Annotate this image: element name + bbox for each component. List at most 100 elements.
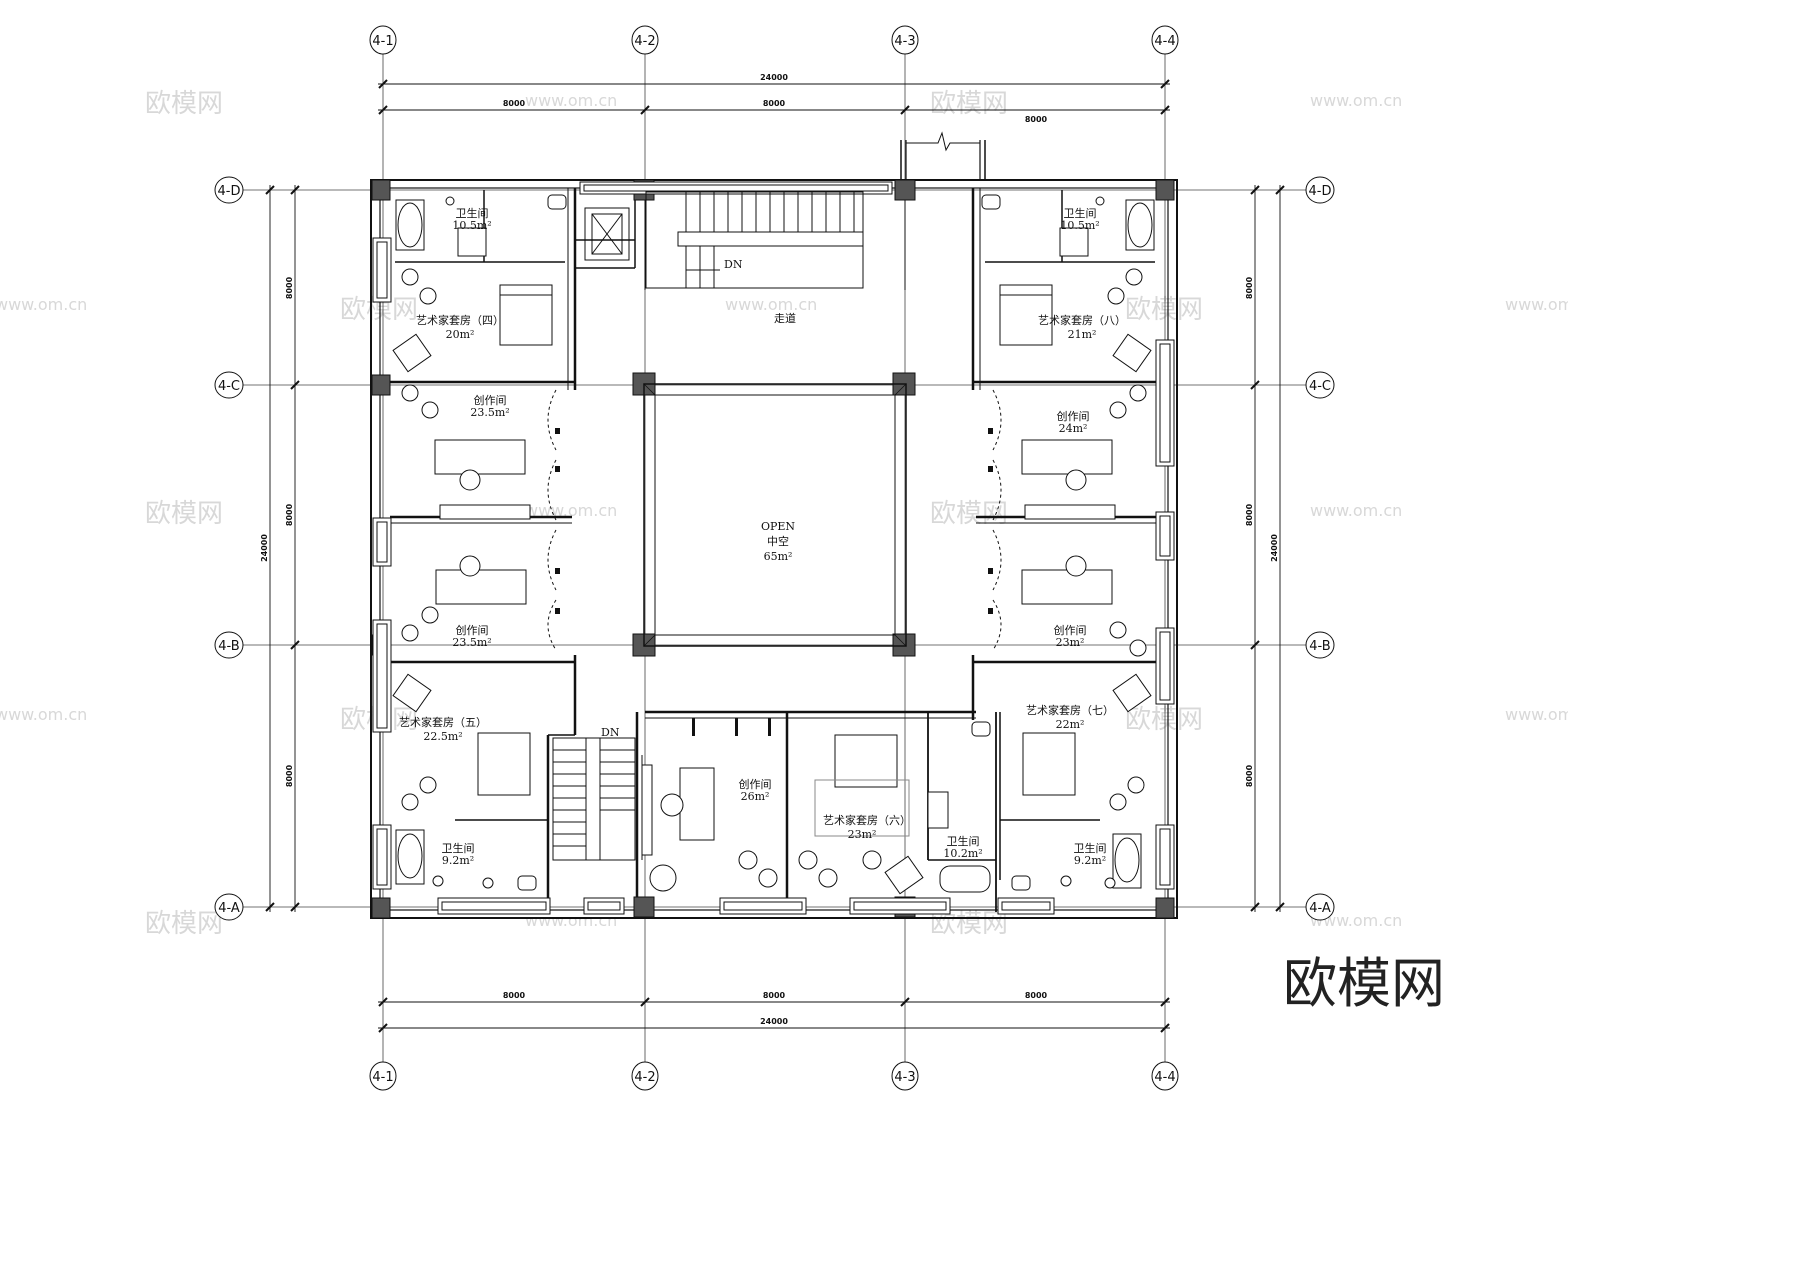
dim-bay-bottom-2: 8000 [763, 991, 786, 1000]
vanity-ne [1059, 227, 1089, 257]
watermark-url: www.om.cn [525, 501, 617, 520]
grid-bubble-4-1-bottom: 4-1 [369, 1061, 397, 1091]
bed-suite-6 [834, 734, 898, 788]
svg-text:4-A: 4-A [218, 901, 240, 916]
bath-se-name: 卫生间 [1074, 841, 1107, 855]
suite-8-name: 艺术家套房（八） [1038, 313, 1126, 327]
room-labels: 卫生间 10.5m² 卫生间 10.5m² 艺术家套房（四） 20m² 艺术家套… [399, 206, 1126, 867]
studio-s-name: 创作间 [739, 778, 772, 791]
grid-bubble-4-3-bottom: 4-3 [891, 1061, 919, 1091]
svg-text:4-B: 4-B [218, 639, 239, 654]
atrium-void [643, 383, 907, 647]
svg-text:4-1: 4-1 [372, 1070, 393, 1085]
bath-nw-name: 卫生间 [456, 206, 489, 220]
watermark-url: www.om.cn [1505, 295, 1568, 314]
shelf-e [1024, 504, 1116, 520]
chair-e2 [1065, 555, 1087, 577]
desk-e1 [1021, 439, 1113, 475]
studio-w2-name: 创作间 [456, 624, 489, 637]
atrium-name: 中空 [767, 534, 789, 548]
watermark-brand: 欧模网 [930, 499, 1008, 529]
wardrobe-s [927, 791, 949, 829]
bath-ne-area: 10.5m² [1060, 219, 1099, 232]
svg-text:4-4: 4-4 [1154, 1070, 1175, 1085]
dimension-labels: 24000 8000 8000 8000 8000 8000 8000 2400… [260, 73, 1279, 1026]
bathtub-se [1114, 837, 1140, 883]
grid-bubbles: 4-1 4-2 4-3 4-4 4-1 4-2 4-3 4-4 4-D 4-C … [214, 25, 1335, 1091]
dim-right-total: 24000 [1270, 534, 1279, 562]
bathtub-sw [397, 833, 423, 879]
stair-south [552, 737, 636, 861]
stair-north [645, 191, 864, 289]
bath-ne-name: 卫生间 [1064, 206, 1097, 220]
dim-left-bay-3: 8000 [285, 764, 294, 787]
elevator [584, 207, 630, 261]
studio-e2-area: 23m² [1056, 636, 1085, 649]
svg-text:4-3: 4-3 [894, 1070, 915, 1085]
suite-4-area: 20m² [446, 328, 475, 341]
bathtub-s [939, 865, 991, 893]
watermark-url: www.om.cn [525, 911, 617, 930]
chair-w2 [459, 555, 481, 577]
grid-bubble-4-D-right: 4-D [1305, 176, 1335, 204]
studio-e2-name: 创作间 [1054, 624, 1087, 637]
windows [372, 181, 1175, 915]
suite-5-name: 艺术家套房（五） [399, 715, 487, 729]
watermark-url: www.om.cn [525, 91, 617, 110]
bath-nw-area: 10.5m² [452, 219, 491, 232]
studio-s-area: 26m² [741, 790, 770, 803]
dim-left-total: 24000 [260, 534, 269, 562]
door-posts [555, 428, 993, 736]
grid-bubble-4-C-left: 4-C [214, 371, 244, 399]
suite-6-area: 23m² [848, 828, 877, 841]
grid-bubble-4-2-top: 4-2 [631, 25, 659, 55]
vanity-nw [457, 227, 487, 257]
grid-bubble-4-C-right: 4-C [1305, 371, 1335, 399]
svg-text:4-4: 4-4 [1154, 34, 1175, 49]
suite-7-area: 22m² [1056, 718, 1085, 731]
desk-w2 [435, 569, 527, 605]
watermark-brand: 欧模网 [145, 89, 223, 119]
bath-s-name: 卫生间 [947, 834, 980, 848]
dim-left-bay-2: 8000 [285, 503, 294, 526]
svg-text:4-2: 4-2 [634, 34, 655, 49]
desk-e2 [1021, 569, 1113, 605]
dim-bay-bottom-1: 8000 [503, 991, 526, 1000]
atrium-name-en: OPEN [761, 520, 795, 533]
svg-text:4-B: 4-B [1309, 639, 1330, 654]
grid-bubble-4-A-left: 4-A [214, 893, 244, 921]
grid-bubble-4-A-right: 4-A [1305, 893, 1335, 921]
watermark-brand: 欧模网 [145, 909, 223, 939]
watermark-url: www.om.cn [1310, 501, 1402, 520]
studio-e1-area: 24m² [1059, 422, 1088, 435]
dim-overall-bottom: 24000 [760, 1017, 788, 1026]
studio-w1-area: 23.5m² [470, 406, 509, 419]
svg-text:4-A: 4-A [1309, 901, 1331, 916]
watermark-url: www.om.cn [0, 705, 87, 724]
suite-7-name: 艺术家套房（七） [1026, 703, 1114, 717]
studio-w1-name: 创作间 [474, 394, 507, 407]
bath-s-area: 10.2m² [943, 847, 982, 860]
bed-suite-5 [477, 732, 531, 796]
suite-4-name: 艺术家套房（四） [416, 313, 504, 327]
brand-logo: 欧模网 [1283, 952, 1445, 1015]
bathtub-nw [397, 202, 423, 248]
watermark-url: www.om.cn [725, 295, 817, 314]
atrium-area: 65m² [764, 550, 793, 563]
svg-text:4-C: 4-C [218, 379, 240, 394]
dimension-lines [265, 79, 1285, 1033]
bathtub-ne [1127, 202, 1153, 248]
dim-overall-top: 24000 [760, 73, 788, 82]
svg-text:4-3: 4-3 [894, 34, 915, 49]
dim-bay-top-3: 8000 [1025, 115, 1048, 124]
grid-bubble-4-2-bottom: 4-2 [631, 1061, 659, 1091]
dim-left-bay-1: 8000 [285, 276, 294, 299]
grid-bubble-4-3-top: 4-3 [891, 25, 919, 55]
watermark-url: www.om.cn [1310, 91, 1402, 110]
suite-5-area: 22.5m² [423, 730, 462, 743]
watermark-url: www.om.cn [1505, 705, 1568, 724]
dim-bay-bottom-3: 8000 [1025, 991, 1048, 1000]
watermark-brand: 欧模网 [930, 89, 1008, 119]
bath-sw-area: 9.2m² [442, 854, 474, 867]
stair-north-dn: DN [724, 258, 743, 271]
